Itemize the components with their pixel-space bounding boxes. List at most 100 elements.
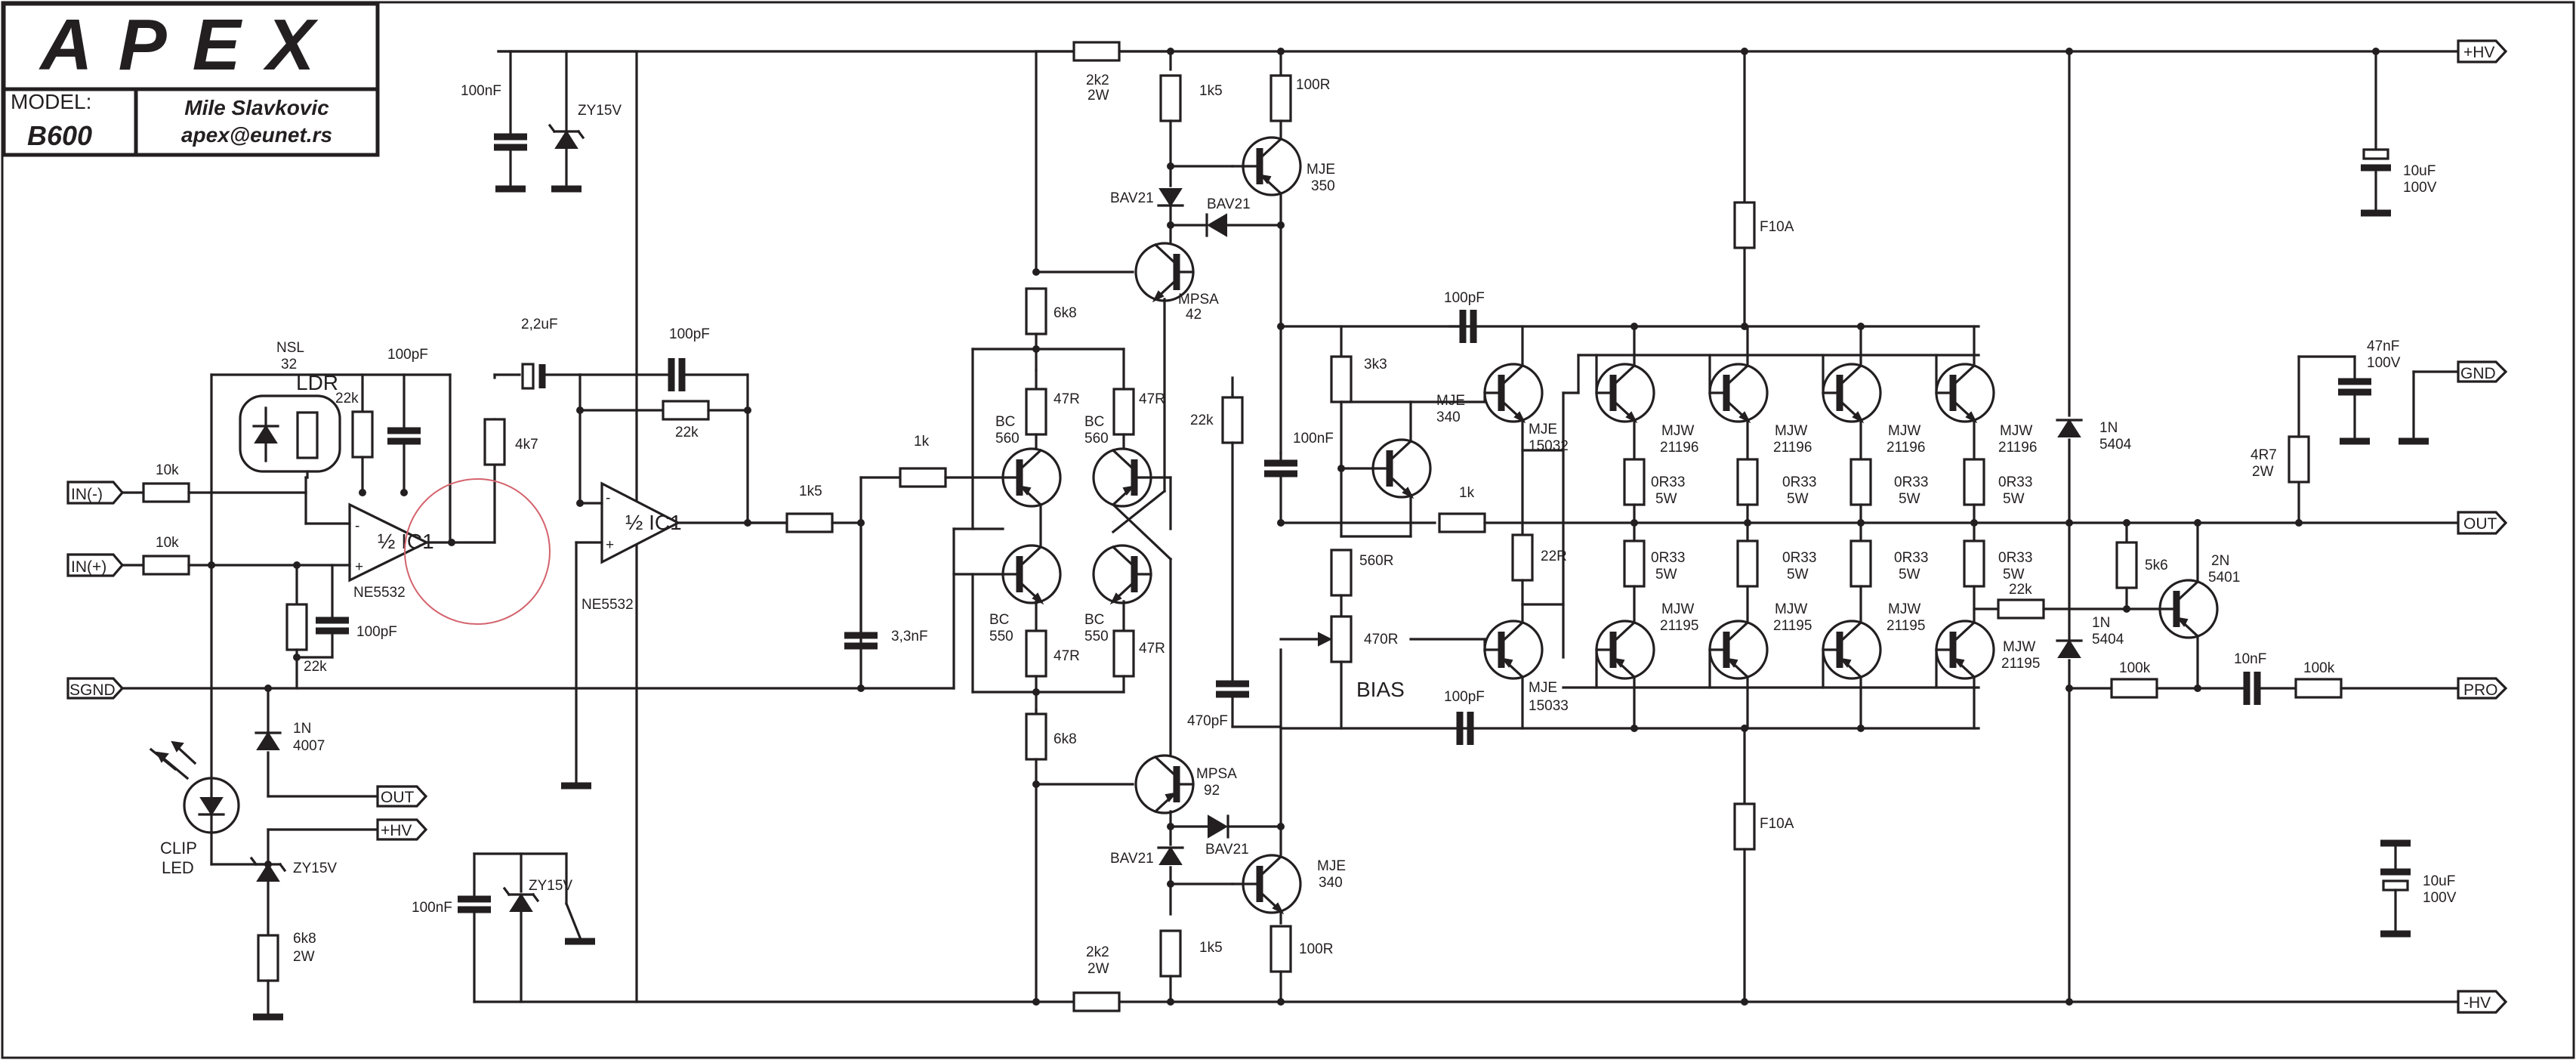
diff-input-network: 1k5 1k 3,3nF — [746, 434, 1004, 692]
output-column-4: MJW 21196 0R33 5W 0R33 5W MJW 21195 — [1936, 325, 2040, 730]
label-d1n4007: 1N — [293, 721, 311, 737]
label-r6k8-top: 6k8 — [1054, 305, 1077, 321]
label-q2n5401: 2N — [2211, 553, 2229, 569]
ic1b-stage: ½ IC1 NE5532 - + 100pF 22k — [561, 326, 787, 786]
svg-text:+: + — [606, 537, 614, 553]
label-d1n5404-b: 1N — [2092, 615, 2110, 631]
label-mjw21195-num-3: 21195 — [1886, 618, 1925, 634]
port-out-left: OUT — [381, 789, 415, 806]
label-ne5532-a: NE5532 — [353, 585, 406, 601]
label-c100nf-bot: 100nF — [412, 900, 452, 916]
label-zy15v-top: ZY15V — [578, 103, 622, 119]
label-mjw21195-3: MJW — [1888, 601, 1920, 617]
label-clip: CLIP — [160, 839, 197, 858]
label-c10uf-top: 10uF — [2403, 163, 2436, 179]
label-r0r33-p-3: 5W — [1787, 491, 1809, 507]
label-r2k2-top-p: 2W — [1087, 88, 1109, 104]
label-r100k-a: 100k — [2119, 660, 2151, 676]
label-c10nf: 10nF — [2234, 651, 2266, 667]
label-bc560-a: BC — [995, 414, 1015, 430]
label-mpsa42-num: 42 — [1186, 307, 1202, 323]
label-c47nf-v: 100V — [2367, 355, 2401, 371]
label-r100r-bot: 100R — [1299, 941, 1333, 957]
label-mjw21195-1: MJW — [1661, 601, 1694, 617]
label-r100r-top: 100R — [1296, 77, 1330, 93]
label-mjw21196-num-3: 21196 — [1886, 440, 1925, 456]
label-r3k3: 3k3 — [1364, 357, 1387, 372]
label-c100nf-vas: 100nF — [1293, 431, 1334, 447]
label-c10uf-bot-v: 100V — [2423, 890, 2457, 906]
model-label: MODEL: — [11, 90, 91, 113]
label-bav21-a: BAV21 — [1110, 190, 1154, 206]
label-r22k-vas: 22k — [1190, 413, 1214, 428]
label-r5k6: 5k6 — [2145, 558, 2168, 573]
title-block: APEX MODEL: B600 Mile Slavkovic apex@eun… — [2, 2, 380, 157]
vas-lower: MPSA 92 BAV21 1k5 BAV21 MJE 340 100R 2k2… — [1032, 648, 1346, 1012]
label-c100pf-ic1a: 100pF — [387, 347, 428, 363]
label-r6k8-2w: 6k8 — [293, 931, 316, 947]
label-r1k-out: 1k — [1459, 485, 1475, 501]
output-column-1: MJW 21196 0R33 5W 0R33 5W MJW 21195 — [1597, 323, 1698, 732]
label-mjw21195-num-4: 21195 — [2001, 656, 2040, 672]
label-zy15v-bot: ZY15V — [529, 878, 572, 894]
output-line: 1k OUT — [1279, 485, 2508, 535]
port-in-minus: IN(-) — [71, 486, 103, 503]
label-bias: BIAS — [1356, 678, 1405, 701]
svg-text:-: - — [606, 490, 610, 506]
label-mjw21195-2: MJW — [1775, 601, 1807, 617]
fuses: F10A F10A — [1733, 48, 1794, 1006]
port-hv-plus: +HV — [2463, 44, 2494, 61]
label-r4r7: 4R7 — [2251, 447, 2277, 463]
label-mjw21196-4: MJW — [2000, 423, 2032, 439]
label-mjw21196-num-2: 21196 — [1773, 440, 1812, 456]
label-mje340-bot-num: 340 — [1319, 875, 1343, 891]
label-r0r33-1: 0R33 — [1651, 474, 1685, 490]
label-r100k-b: 100k — [2303, 660, 2335, 676]
diff-pairs: 2k2 2W 6k8 47R 47R BC 560 BC 560 BC 5 — [971, 41, 1173, 1003]
label-c10uf-bot: 10uF — [2423, 873, 2455, 889]
label-r0r33-3: 0R33 — [1782, 474, 1816, 490]
label-mpsa92: MPSA — [1196, 766, 1237, 782]
bottom-left-decoupling: 100nF ZY15V — [412, 852, 595, 1003]
port-hv-left: +HV — [381, 822, 412, 839]
label-r0r33-p-6: 5W — [1899, 567, 1920, 583]
label-bav21-d: BAV21 — [1205, 842, 1249, 858]
label-r470r: 470R — [1364, 632, 1398, 647]
label-r1k5-in: 1k5 — [799, 484, 822, 499]
top-left-decoupling: 100nF ZY15V — [461, 50, 622, 189]
label-bc560-a-num: 560 — [995, 431, 1020, 447]
model-value: B600 — [27, 120, 92, 151]
label-r0r33-p-2: 5W — [1655, 567, 1677, 583]
label-r0r33-2: 0R33 — [1651, 550, 1685, 566]
label-f10a-bot: F10A — [1760, 816, 1794, 832]
label-r47r-b: 47R — [1139, 391, 1165, 407]
author-email: apex@eunet.rs — [181, 123, 332, 147]
label-mjw21196-num-4: 21196 — [1998, 440, 2037, 456]
label-mpsa42: MPSA — [1178, 292, 1219, 307]
label-mjw21196-1: MJW — [1661, 423, 1694, 439]
label-ldr: LDR — [296, 371, 338, 394]
port-hv-minus: -HV — [2463, 994, 2491, 1012]
label-r0r33-p-1: 5W — [1655, 491, 1677, 507]
label-d1n5404-a-num: 5404 — [2099, 437, 2132, 453]
svg-text:-: - — [355, 518, 359, 534]
label-mjw21196-3: MJW — [1888, 423, 1920, 439]
input-section: IN(-) IN(+) SGND 10k 10k ½ IC1 NE5532 - … — [66, 317, 955, 1017]
protection-section: 1N 5404 1N 5404 22k 5k6 2N 5401 100k — [1973, 39, 2508, 1014]
label-mje350: MJE — [1307, 162, 1335, 178]
label-c100pf-in: 100pF — [356, 624, 397, 640]
label-d1n4007-num: 4007 — [293, 738, 325, 754]
label-r2k2-top: 2k2 — [1086, 73, 1109, 88]
label-r2k2-bot: 2k2 — [1086, 944, 1109, 960]
label-zy15v-led: ZY15V — [293, 861, 337, 876]
label-d1n5404-b-num: 5404 — [2092, 632, 2124, 647]
label-r1k5-bot: 1k5 — [1199, 940, 1223, 956]
label-mje340-bias-num: 340 — [1436, 409, 1461, 425]
label-r22k-in: 22k — [304, 659, 327, 675]
label-r0r33-p-8: 5W — [2003, 567, 2025, 583]
label-r10k-a: 10k — [156, 462, 179, 478]
label-r47r-a: 47R — [1054, 391, 1080, 407]
label-bc550-b: BC — [1084, 612, 1104, 628]
label-c47nf: 47nF — [2367, 338, 2399, 354]
